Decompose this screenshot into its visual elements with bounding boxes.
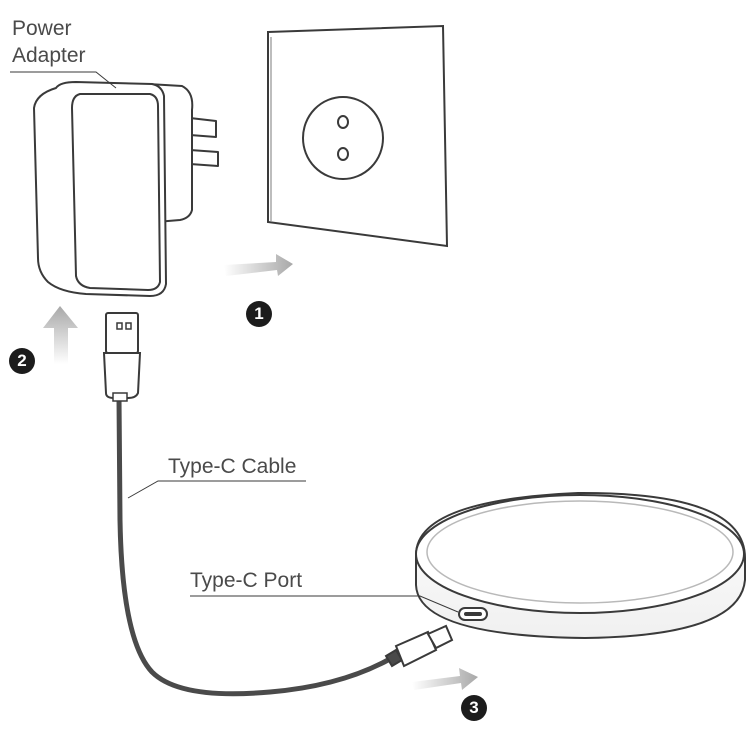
- charging-pad: [415, 491, 746, 640]
- step2-arrow: [43, 306, 78, 364]
- type-c-port-label: Type-C Port: [190, 569, 303, 592]
- power-adapter: [33, 81, 219, 297]
- type-c-plug: [384, 624, 454, 668]
- step1-arrow: [224, 254, 293, 276]
- wall-socket: [267, 24, 449, 248]
- step-3-badge: 3: [461, 695, 487, 721]
- usb-a-connector: [102, 312, 142, 402]
- power-adapter-leader: [10, 71, 117, 89]
- step-1-badge: 1: [246, 301, 272, 327]
- power-adapter-label-line2: Adapter: [12, 44, 86, 67]
- step3-arrow: [412, 668, 478, 690]
- step-2-badge: 2: [9, 348, 35, 374]
- cable-leader: [127, 480, 306, 499]
- port-leader: [190, 595, 459, 613]
- type-c-cable: [116, 395, 391, 697]
- power-adapter-label-line1: Power: [12, 17, 72, 40]
- type-c-cable-label: Type-C Cable: [168, 455, 297, 478]
